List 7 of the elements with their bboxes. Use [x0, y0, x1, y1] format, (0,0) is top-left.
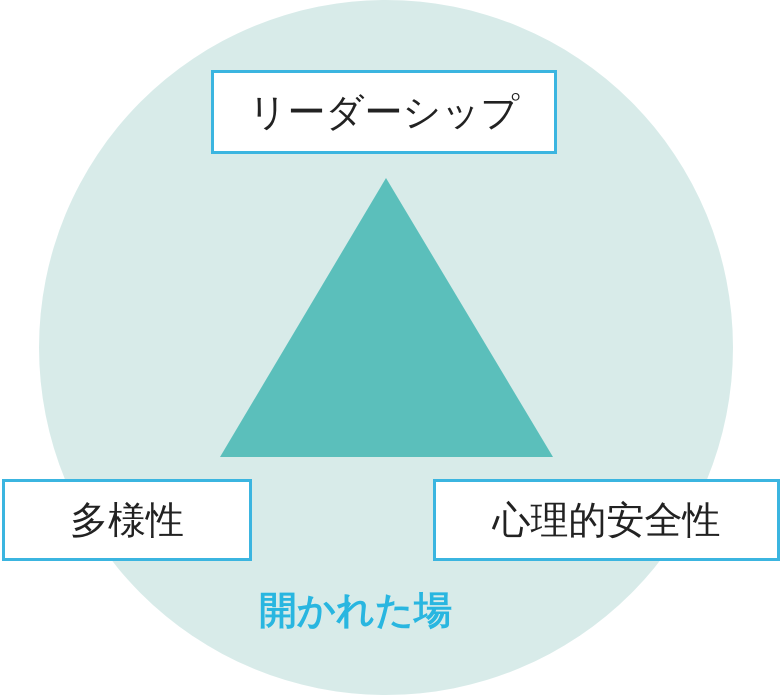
- label-box: [2, 479, 252, 561]
- area-label: 開かれた場: [259, 587, 452, 634]
- label-box: [433, 479, 780, 561]
- box-label: リーダーシップ: [248, 88, 520, 136]
- box-label: 心理的安全性: [492, 496, 720, 544]
- label-box: [211, 70, 557, 154]
- box-label: 多様性: [70, 496, 184, 544]
